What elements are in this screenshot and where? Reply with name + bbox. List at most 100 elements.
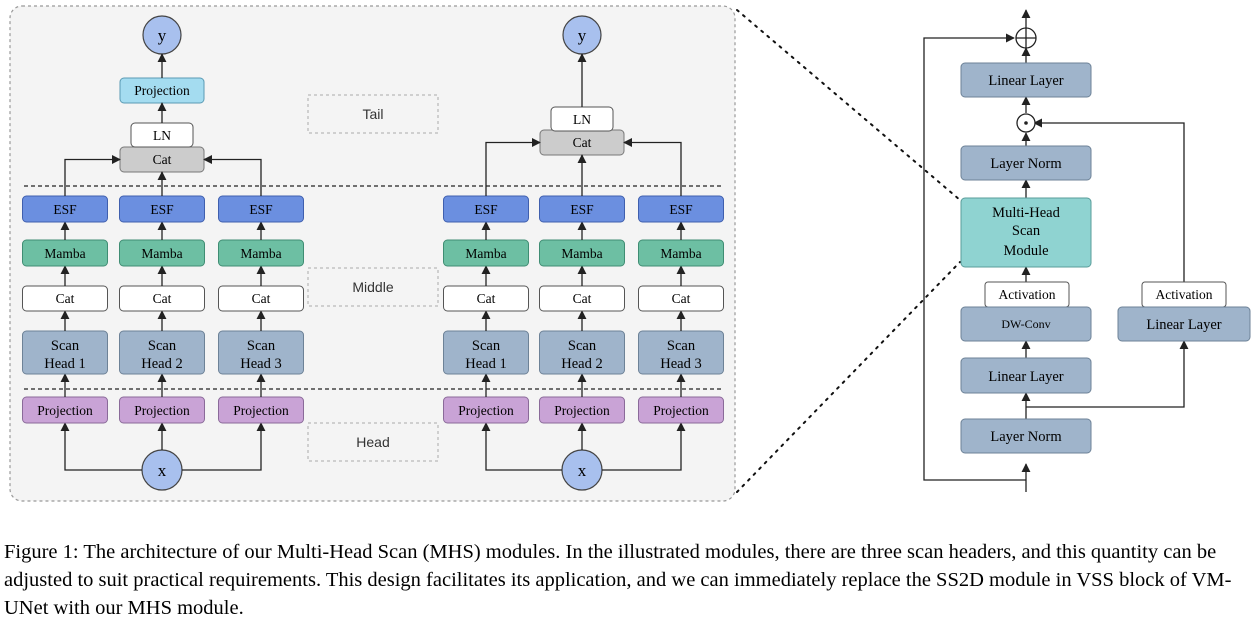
esf-box-1: ESF xyxy=(22,195,108,223)
figure-caption: Figure 1: The architecture of our Multi-… xyxy=(4,541,1232,619)
cat-box-1-text: Cat xyxy=(477,291,496,306)
scan-head-1-box-text-2: Head 1 xyxy=(465,356,506,372)
cat-box-2-text: Cat xyxy=(153,291,172,306)
mamba-box-2: Mamba xyxy=(119,239,205,267)
top-cat-box-text: Cat xyxy=(153,152,172,167)
vss-layer-norm-top: Layer Norm xyxy=(960,145,1092,181)
esf-box-3-text: ESF xyxy=(249,202,273,217)
cat-box-1-text: Cat xyxy=(56,291,75,306)
scan-head-2-box-text-2: Head 2 xyxy=(141,356,182,372)
cat-box-2-text: Cat xyxy=(573,291,592,306)
input-x-text: x xyxy=(158,461,167,480)
projection-box-3: Projection xyxy=(638,396,724,424)
esf-box-3: ESF xyxy=(218,195,304,223)
cat-box-3: Cat xyxy=(218,285,304,312)
scan-head-2-box-text-1: Scan xyxy=(148,338,177,354)
vss-dwconv-text: DW-Conv xyxy=(1001,317,1050,331)
esf-box-3: ESF xyxy=(638,195,724,223)
vss-linear-layer-top-text: Linear Layer xyxy=(988,73,1063,89)
vss-linear-layer-mid-text: Linear Layer xyxy=(988,369,1063,385)
vss-activation-left: Activation xyxy=(984,281,1070,308)
vss-layer-norm-bottom: Layer Norm xyxy=(960,418,1092,454)
projection-box-1-text: Projection xyxy=(458,403,514,418)
ln-box: LN xyxy=(130,122,194,148)
esf-box-2-text: ESF xyxy=(570,202,594,217)
scan-head-1-box-text-1: Scan xyxy=(51,338,80,354)
output-projection-box-text: Projection xyxy=(134,83,190,98)
output-y-text: y xyxy=(578,26,587,45)
scan-head-3-box-text-1: Scan xyxy=(667,338,696,354)
projection-box-2-text: Projection xyxy=(554,403,610,418)
multi-head-scan-module-box: Multi-Head Scan Module xyxy=(960,197,1092,268)
vss-activation-right: Activation xyxy=(1141,281,1227,308)
scan-head-1-box-text-2: Head 1 xyxy=(44,356,85,372)
tail-label-text: Tail xyxy=(362,106,383,122)
esf-box-1-text: ESF xyxy=(53,202,77,217)
scan-head-3-box-text-1: Scan xyxy=(247,338,276,354)
mamba-box-3-text: Mamba xyxy=(240,246,281,261)
mamba-box-1-text: Mamba xyxy=(465,246,506,261)
mamba-box-3: Mamba xyxy=(638,239,724,267)
input-x-circle: x xyxy=(141,449,183,491)
mamba-box-2: Mamba xyxy=(539,239,625,267)
mamba-box-2-text: Mamba xyxy=(141,246,182,261)
mhs-line3-text: Module xyxy=(1003,243,1048,259)
esf-box-2-text: ESF xyxy=(150,202,174,217)
mamba-box-2-text: Mamba xyxy=(561,246,602,261)
cat-box-1: Cat xyxy=(22,285,108,312)
projection-box-3-text: Projection xyxy=(233,403,289,418)
vss-linear-layer-mid: Linear Layer xyxy=(960,357,1092,394)
mamba-box-1: Mamba xyxy=(443,239,529,267)
cat-box-2: Cat xyxy=(119,285,205,312)
add-operator xyxy=(1015,27,1037,49)
vss-block: Linear Layer Layer Norm Multi-Head Scan … xyxy=(923,9,1251,492)
middle-label-text: Middle xyxy=(352,279,393,295)
vss-linear-layer-right: Linear Layer xyxy=(1117,306,1251,342)
zoom-line-top xyxy=(736,9,961,201)
mhs-line2-text: Scan xyxy=(1012,223,1041,239)
scan-head-3-box-text-2: Head 3 xyxy=(660,356,701,372)
scan-head-1-box-text-1: Scan xyxy=(472,338,501,354)
vss-linear-layer-right-text: Linear Layer xyxy=(1146,317,1221,333)
esf-box-3-text: ESF xyxy=(669,202,693,217)
ln-box: LN xyxy=(550,106,614,132)
multiply-operator xyxy=(1016,113,1036,133)
ln-box-text: LN xyxy=(573,112,591,127)
projection-box-2: Projection xyxy=(119,396,205,424)
projection-box-1-text: Projection xyxy=(37,403,93,418)
output-y-circle: y xyxy=(562,15,602,55)
middle-section-label: Middle xyxy=(307,267,439,307)
projection-box-1: Projection xyxy=(22,396,108,424)
output-projection-box: Projection xyxy=(119,77,205,104)
scan-head-2-box-text-1: Scan xyxy=(568,338,597,354)
mhs-line1-text: Multi-Head xyxy=(992,205,1060,221)
projection-box-3: Projection xyxy=(218,396,304,424)
projection-box-3-text: Projection xyxy=(653,403,709,418)
ln-box-text: LN xyxy=(153,128,171,143)
esf-box-1-text: ESF xyxy=(474,202,498,217)
top-cat-box: Cat xyxy=(539,129,625,156)
projection-box-2: Projection xyxy=(539,396,625,424)
mamba-box-3-text: Mamba xyxy=(660,246,701,261)
vss-layer-norm-bottom-text: Layer Norm xyxy=(990,429,1062,445)
projection-box-2-text: Projection xyxy=(134,403,190,418)
head-section-label: Head xyxy=(307,422,439,462)
scan-head-3-box-text-2: Head 3 xyxy=(240,356,281,372)
input-x-text: x xyxy=(578,461,587,480)
mamba-box-3: Mamba xyxy=(218,239,304,267)
head-label-text: Head xyxy=(356,434,389,450)
projection-box-1: Projection xyxy=(443,396,529,424)
tail-section-label: Tail xyxy=(307,94,439,134)
cat-box-2: Cat xyxy=(539,285,625,312)
top-cat-box: Cat xyxy=(119,146,205,173)
zoom-line-bottom xyxy=(736,261,961,493)
cat-box-3: Cat xyxy=(638,285,724,312)
